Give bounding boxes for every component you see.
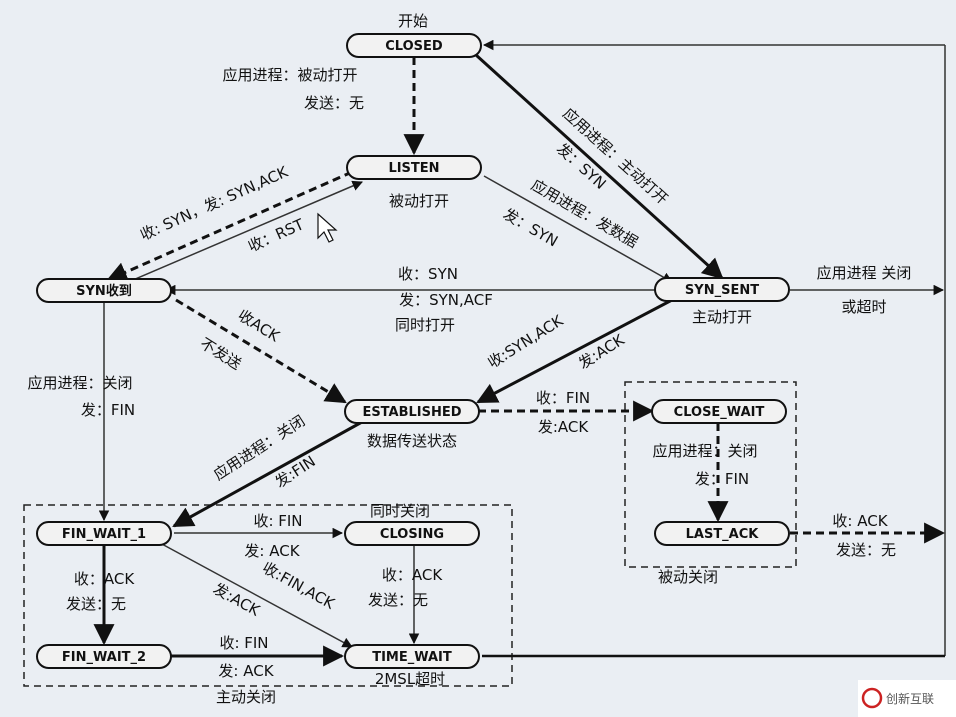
note-active-close: 主动关闭	[216, 688, 276, 706]
active-close-group	[23, 504, 513, 687]
note-active-open: 主动打开	[692, 308, 752, 326]
state-syn-rcvd-label: SYN收到	[76, 283, 132, 299]
label-finwait1-timewait-2: 发:ACK	[210, 580, 264, 621]
state-fin-wait-1: FIN_WAIT_1	[36, 521, 172, 546]
watermark-text: 创新互联	[886, 691, 934, 706]
mouse-cursor-icon	[317, 212, 338, 243]
label-finwait2-timewait-1: 收: FIN	[219, 634, 268, 652]
label-est-closewait-2: 发:ACK	[538, 418, 590, 436]
note-simultaneous-open: 同时打开	[395, 316, 455, 334]
label-closed-listen-1: 应用进程：被动打开	[222, 66, 357, 84]
state-time-wait-label: TIME_WAIT	[372, 650, 452, 665]
label-finwait1-closing-2: 发: ACK	[244, 542, 300, 560]
label-synsent-synrcvd-1: 收：SYN	[398, 265, 458, 283]
state-established: ESTABLISHED	[344, 399, 480, 424]
label-synrcvd-finwait1-2: 发：FIN	[81, 401, 135, 419]
label-synsent-closed-1: 应用进程 关闭	[817, 264, 912, 282]
label-synsent-synrcvd-2: 发：SYN,ACF	[399, 291, 493, 309]
state-syn-rcvd: SYN收到	[36, 278, 172, 303]
state-established-label: ESTABLISHED	[362, 405, 461, 420]
label-finwait1-finwait2-2: 发送：无	[66, 595, 126, 613]
est-to-finwait1-arrow	[172, 420, 363, 528]
label-finwait2-timewait-2: 发: ACK	[218, 662, 274, 680]
synrcvd-to-listen-arrow	[125, 180, 363, 284]
watermark-logo: 创新互联	[858, 680, 956, 717]
state-closing: CLOSING	[344, 521, 480, 546]
note-passive-open: 被动打开	[389, 192, 449, 210]
passive-close-group	[624, 381, 797, 568]
label-finwait1-finwait2-1: 收：ACK	[74, 570, 135, 588]
state-listen: LISTEN	[346, 155, 482, 180]
label-closed-listen-2: 发送：无	[304, 94, 364, 112]
logo-mark-icon	[861, 687, 883, 709]
label-closewait-lastack-2: 发：FIN	[695, 470, 749, 488]
state-closed: CLOSED	[346, 33, 482, 58]
label-finwait1-timewait-1: 收:FIN,ACK	[259, 559, 338, 614]
synrcvd-to-est-arrow	[175, 298, 347, 404]
label-lastack-closed-2: 发送：无	[836, 541, 896, 559]
label-synrcvd-finwait1-1: 应用进程：关闭	[27, 374, 132, 392]
note-established-state: 数据传送状态	[367, 432, 457, 450]
label-closing-timewait-1: 收：ACK	[382, 566, 443, 584]
label-closewait-lastack-1: 应用进程：关闭	[652, 442, 757, 460]
state-fin-wait-1-label: FIN_WAIT_1	[62, 527, 146, 542]
state-last-ack-label: LAST_ACK	[686, 527, 760, 542]
state-last-ack: LAST_ACK	[654, 521, 790, 546]
label-lastack-closed-1: 收: ACK	[832, 512, 888, 530]
state-closed-label: CLOSED	[385, 39, 443, 54]
listen-to-synrcvd-arrow	[106, 170, 353, 282]
listen-to-synsent-arrow	[483, 175, 673, 283]
label-est-closewait-1: 收：FIN	[536, 389, 590, 407]
finwait1-to-timewait-arrow	[159, 542, 353, 648]
note-simultaneous-close: 同时关闭	[370, 502, 430, 520]
label-synrcvd-est-2: 不发送	[197, 334, 245, 373]
label-finwait1-closing-1: 收: FIN	[253, 512, 302, 530]
state-listen-label: LISTEN	[388, 161, 439, 176]
label-synrcvd-listen: 收：RST	[245, 215, 307, 256]
label-closing-timewait-2: 发送：无	[368, 591, 428, 609]
note-2msl-timeout: 2MSL超时	[375, 670, 445, 688]
state-close-wait-label: CLOSE_WAIT	[674, 405, 765, 420]
state-fin-wait-2: FIN_WAIT_2	[36, 644, 172, 669]
state-fin-wait-2-label: FIN_WAIT_2	[62, 650, 146, 665]
state-syn-sent-label: SYN_SENT	[685, 283, 759, 298]
label-synrcvd-est-1: 收ACK	[235, 306, 284, 346]
state-close-wait: CLOSE_WAIT	[651, 399, 787, 424]
state-syn-sent: SYN_SENT	[654, 277, 790, 302]
label-listen-synsent-2: 发：SYN	[500, 205, 561, 251]
closed-to-synsent-arrow	[474, 53, 724, 280]
state-time-wait: TIME_WAIT	[344, 644, 480, 669]
note-start: 开始	[398, 12, 428, 30]
note-passive-close: 被动关闭	[658, 568, 718, 586]
label-synsent-closed-2: 或超时	[841, 298, 886, 316]
state-closing-label: CLOSING	[380, 527, 444, 542]
synsent-to-est-arrow	[476, 298, 673, 404]
